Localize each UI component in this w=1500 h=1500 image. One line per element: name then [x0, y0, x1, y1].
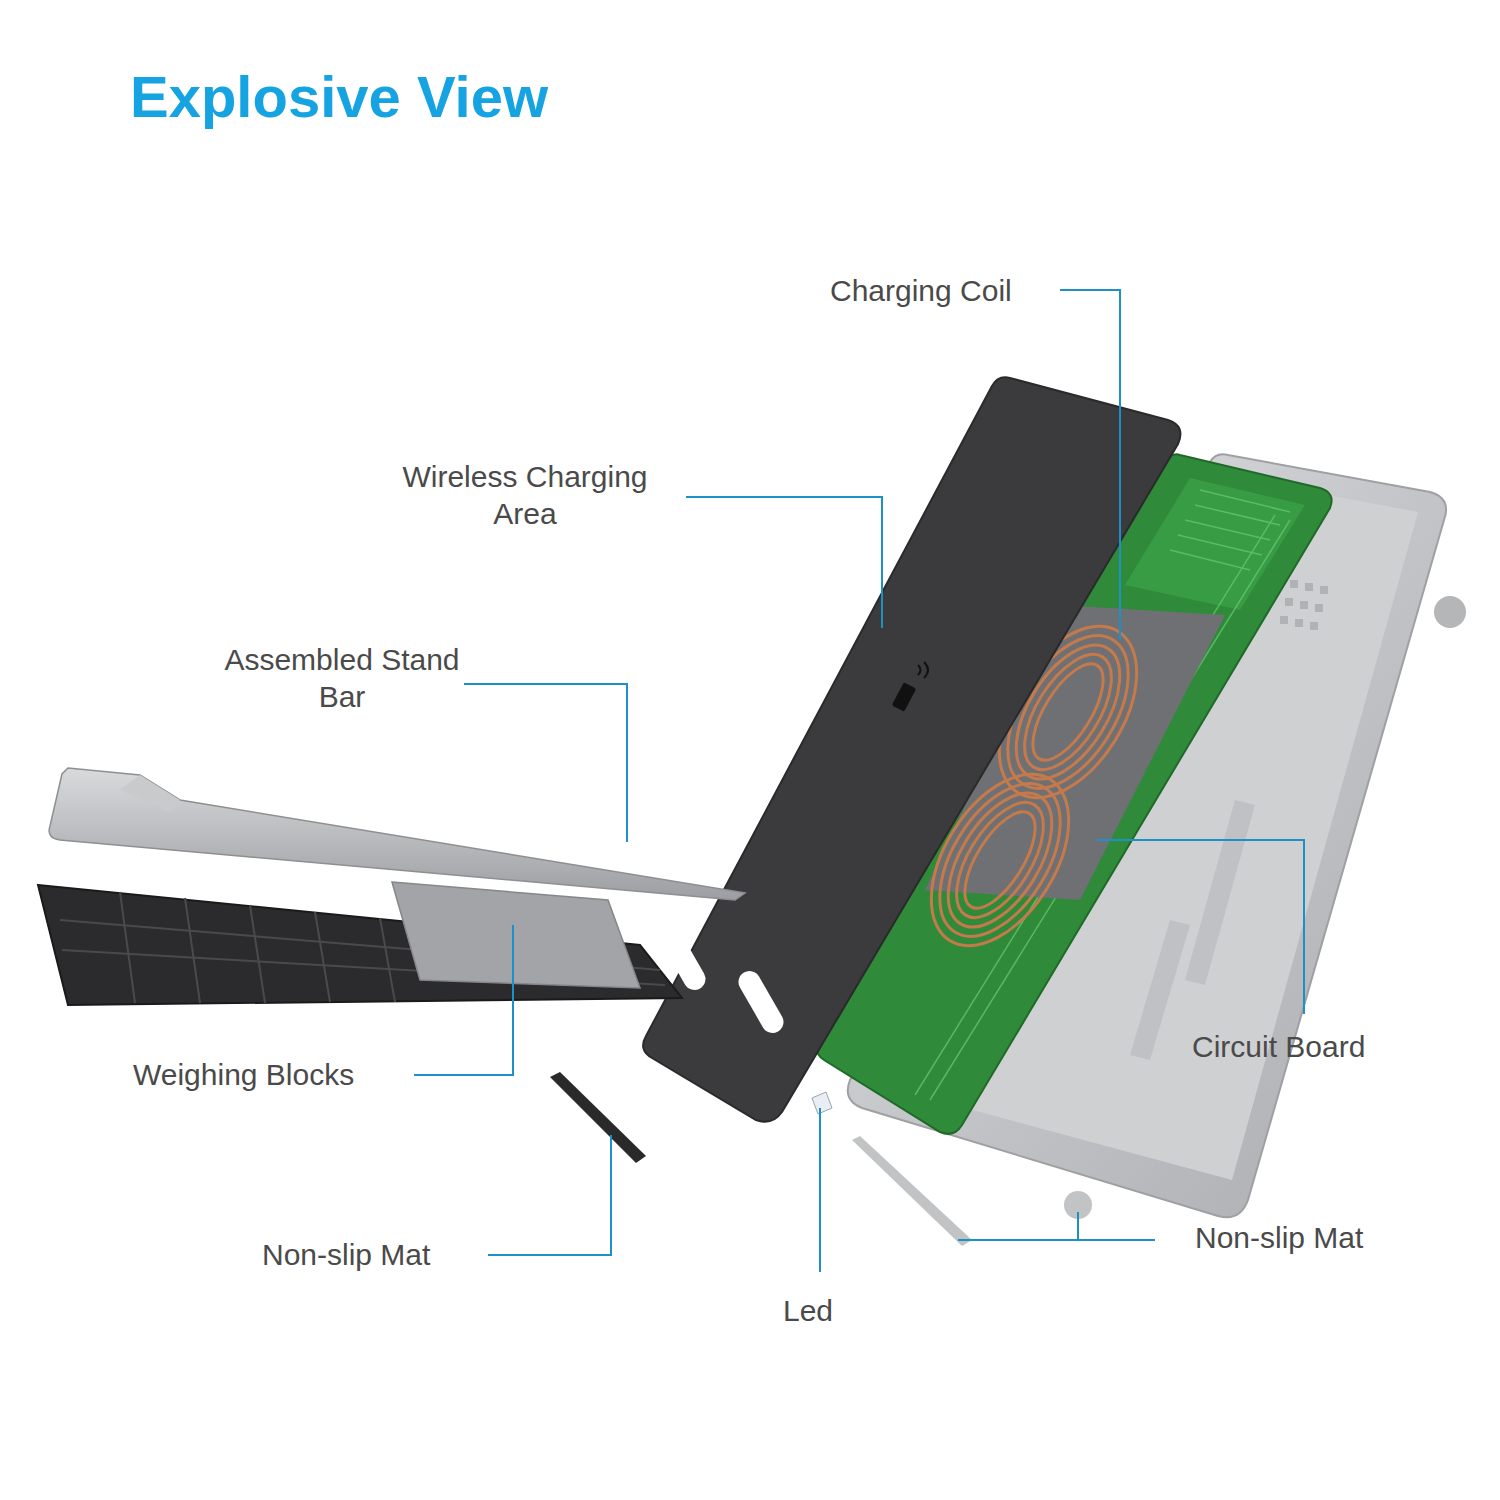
page-title: Explosive View: [130, 64, 548, 130]
board-traces: [1125, 478, 1305, 610]
wireless-charging-plate: [643, 377, 1180, 1121]
part-label: Circuit Board: [1192, 1028, 1365, 1065]
weighing-block: [392, 882, 640, 988]
leader-lines: [414, 290, 1304, 1272]
part-label: Non-slip Mat: [1195, 1219, 1363, 1256]
stand-bar: [49, 768, 745, 900]
charging-icon: [892, 662, 928, 712]
non-slip-mat: [1434, 596, 1466, 628]
non-slip-mat: [550, 1072, 646, 1163]
led: [812, 1092, 832, 1114]
stand-bar-ridge: [120, 775, 180, 812]
non-slip-mat: [852, 1136, 972, 1246]
part-label: Charging Coil: [830, 272, 1012, 309]
part-label: Non-slip Mat: [262, 1236, 430, 1273]
vent-holes: [1280, 580, 1328, 630]
plate-slots: [656, 924, 787, 1037]
part-label: Wireless Charging Area: [380, 458, 670, 532]
part-label: Led: [783, 1292, 833, 1329]
part-label: Assembled Stand Bar: [222, 641, 462, 715]
part-label: Weighing Blocks: [133, 1056, 354, 1093]
